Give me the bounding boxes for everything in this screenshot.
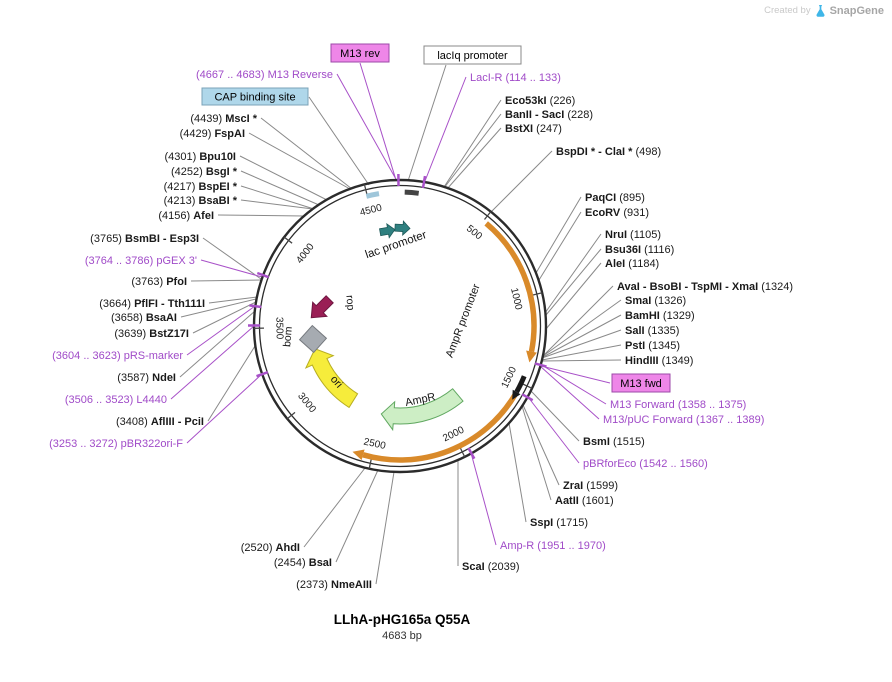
scale-label-1500: 1500 — [500, 365, 520, 390]
scale-label-2500: 2500 — [363, 437, 387, 453]
rop-label[interactable]: rop — [343, 295, 356, 311]
enzyme-label[interactable]: (4217) BspEI * — [164, 181, 238, 193]
enzyme-label[interactable]: (3664) PflFI - Tth111I — [99, 298, 205, 310]
enzyme-label[interactable]: (4301) Bpu10I — [164, 151, 236, 163]
enzyme-label[interactable]: EcoRV (931) — [585, 207, 649, 219]
m13-fwd-box[interactable] — [611, 373, 671, 393]
enzyme-label[interactable]: (2520) AhdI — [241, 542, 300, 554]
enzyme-label[interactable]: Bsu36I (1116) — [605, 244, 674, 256]
enzyme-label[interactable]: (4156) AfeI — [158, 210, 214, 222]
watermark-created-by: Created by — [764, 5, 811, 16]
bom-label[interactable]: bom — [281, 326, 295, 348]
watermark-brand: SnapGene — [829, 4, 884, 17]
enzyme-label[interactable]: (2373) NmeAIII — [296, 579, 372, 591]
orf-arc-right-arrowhead — [526, 350, 537, 363]
scale-ticks — [253, 184, 543, 469]
lac-promoter-arrow-1[interactable] — [379, 223, 396, 239]
scale-label-3500: 3500 — [273, 317, 284, 340]
primer-label[interactable]: LacI-R (114 .. 133) — [470, 72, 561, 84]
primer-label[interactable]: M13/pUC Forward (1367 .. 1389) — [603, 414, 764, 426]
plasmid-title-block: LLhA-pHG165a Q55A 4683 bp — [252, 612, 552, 642]
enzyme-label[interactable]: (4429) FspAI — [180, 128, 245, 140]
scale-label-1000: 1000 — [508, 287, 524, 312]
enzyme-label[interactable]: (3587) NdeI — [117, 372, 176, 384]
enzyme-label[interactable]: (4252) BsgI * — [171, 166, 238, 178]
primer-label[interactable]: pBRforEco (1542 .. 1560) — [583, 458, 708, 470]
enzyme-label[interactable]: NruI (1105) — [605, 229, 661, 241]
enzyme-label[interactable]: AvaI - BsoBI - TspMI - XmaI (1324) — [617, 281, 793, 293]
scale-label-3000: 3000 — [295, 391, 318, 416]
enzyme-label[interactable]: (4439) MscI * — [190, 113, 257, 125]
enzyme-label[interactable]: (3763) PfoI — [131, 276, 187, 288]
primer-label[interactable]: (3253 .. 3272) pBR322ori-F — [49, 438, 183, 450]
snapgene-logo-icon — [816, 5, 825, 17]
watermark: Created by SnapGene — [764, 4, 884, 17]
plasmid-name: LLhA-pHG165a Q55A — [333, 612, 471, 627]
enzyme-label[interactable]: (3765) BsmBI - Esp3I — [90, 233, 199, 245]
enzyme-label-lines — [179, 64, 622, 585]
enzyme-label[interactable]: BsmI (1515) — [583, 436, 645, 448]
enzyme-label[interactable]: SalI (1335) — [625, 325, 679, 337]
plasmid-length: 4683 bp — [382, 630, 422, 642]
enzyme-label[interactable]: PaqCI (895) — [585, 192, 645, 204]
ori-feature-arrow[interactable] — [304, 348, 359, 409]
lac-promoter-label[interactable]: lac promoter — [364, 229, 428, 261]
rop-feature-arrow[interactable] — [304, 292, 337, 325]
orf-arc-right[interactable] — [484, 221, 537, 353]
laciq-promoter-box[interactable] — [423, 45, 522, 65]
primer-label-lines — [170, 62, 611, 546]
lac-promoter-arrow-2[interactable] — [394, 220, 411, 236]
laciq-promoter-feature[interactable] — [404, 189, 420, 196]
primer-label[interactable]: (4667 .. 4683) M13 Reverse — [196, 69, 333, 81]
enzyme-label[interactable]: ZraI (1599) — [563, 480, 618, 492]
enzyme-label[interactable]: (3639) BstZ17I — [114, 328, 189, 340]
primer-site-ticks[interactable] — [248, 173, 547, 460]
enzyme-label[interactable]: SspI (1715) — [530, 517, 588, 529]
cap-binding-site-box-label[interactable]: CAP binding site — [214, 92, 295, 104]
enzyme-label[interactable]: (3408) AflIII - PciI — [116, 416, 204, 428]
enzyme-label[interactable]: HindIII (1349) — [625, 355, 693, 367]
cap-binding-site-feature[interactable] — [365, 191, 380, 199]
primer-label[interactable]: (3506 .. 3523) L4440 — [65, 394, 167, 406]
enzyme-label[interactable]: (2454) BsaI — [274, 557, 332, 569]
scale-label-4500: 4500 — [359, 202, 384, 218]
orf-arc-bottom[interactable] — [362, 393, 518, 463]
orf-arc-bottom-arrowhead — [352, 449, 365, 461]
enzyme-label[interactable]: BstXI (247) — [505, 123, 562, 135]
scale-label-4000: 4000 — [294, 241, 317, 266]
scale-label-500: 500 — [464, 223, 484, 242]
primer-label[interactable]: Amp-R (1951 .. 1970) — [500, 540, 606, 552]
bom-feature[interactable] — [298, 324, 328, 354]
plasmid-ring-outer — [252, 178, 548, 474]
ampr-gene-arrow[interactable] — [380, 388, 464, 432]
enzyme-label[interactable]: SmaI (1326) — [625, 295, 686, 307]
enzyme-label[interactable]: PstI (1345) — [625, 340, 680, 352]
enzyme-label[interactable]: BanII - SacI (228) — [505, 109, 593, 121]
m13-rev-box-label[interactable]: M13 rev — [340, 48, 380, 60]
m13-fwd-box-label[interactable]: M13 fwd — [620, 378, 662, 390]
enzyme-label[interactable]: BspDI * - ClaI * (498) — [556, 146, 661, 158]
m13-rev-box[interactable] — [330, 43, 390, 63]
ampr-promoter-feature[interactable] — [514, 375, 527, 394]
enzyme-label[interactable]: AleI (1184) — [605, 258, 659, 270]
enzyme-label[interactable]: Eco53kI (226) — [505, 95, 575, 107]
primer-label[interactable]: (3764 .. 3786) pGEX 3' — [85, 255, 197, 267]
enzyme-label[interactable]: ScaI (2039) — [462, 561, 520, 573]
cap-binding-site-box[interactable] — [201, 87, 309, 106]
ampr-promoter-arrowhead — [512, 389, 521, 400]
scale-label-2000: 2000 — [441, 424, 466, 444]
enzyme-label[interactable]: BamHI (1329) — [625, 310, 695, 322]
enzyme-label[interactable]: AatII (1601) — [555, 495, 614, 507]
ampr-promoter-label[interactable]: AmpR promoter — [444, 282, 483, 359]
primer-label[interactable]: (3604 .. 3623) pRS-marker — [52, 350, 183, 362]
enzyme-label[interactable]: (3658) BsaAI — [111, 312, 177, 324]
primer-label[interactable]: M13 Forward (1358 .. 1375) — [610, 399, 746, 411]
laciq-promoter-box-label[interactable]: lacIq promoter — [437, 50, 508, 62]
enzyme-label[interactable]: (4213) BsaBI * — [164, 195, 238, 207]
